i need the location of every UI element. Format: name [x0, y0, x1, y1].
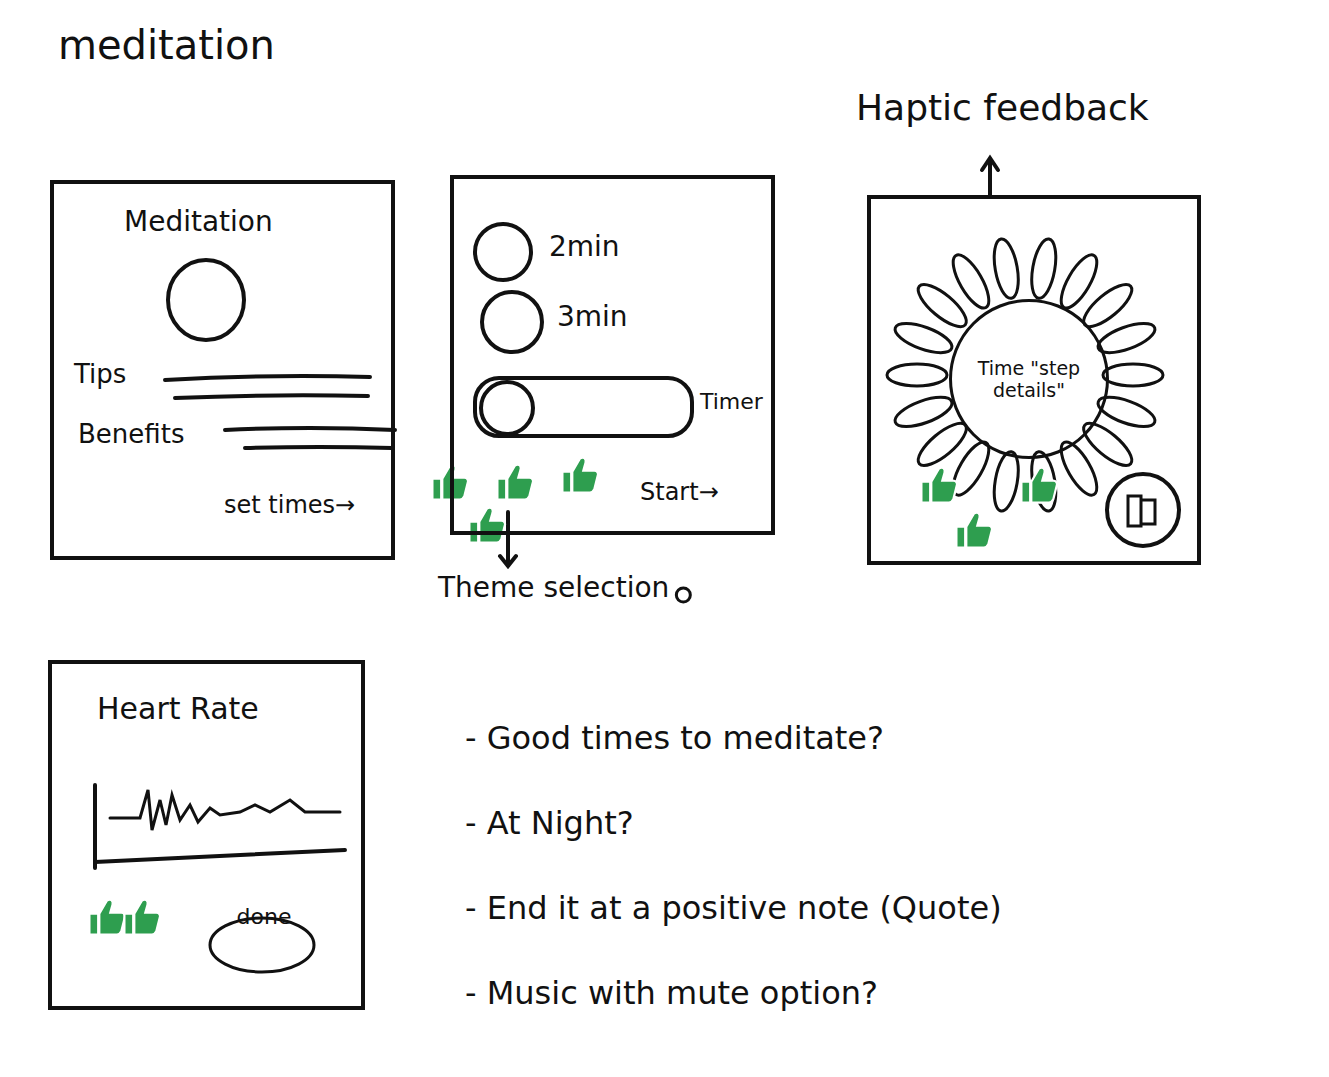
screen-box: Haptic feedbackTime "step details": [867, 195, 1201, 565]
note-text: - End it at a positive note (Quote): [465, 890, 1002, 927]
node-heading: Haptic feedback: [856, 87, 1149, 128]
node-heading: Meditation: [124, 206, 273, 238]
screen-box: Heart Rate done: [48, 660, 365, 1010]
node-text: Timer: [700, 389, 763, 414]
node-text: Benefits: [78, 420, 184, 450]
node-heading: 2min: [549, 231, 620, 263]
node-heading: Time "step details": [952, 358, 1106, 402]
node-heading: Heart Rate: [97, 692, 259, 727]
node-text: Tips: [74, 360, 126, 390]
node-text: set times→: [224, 492, 355, 520]
theme-label: Theme selection: [438, 572, 669, 604]
page-title: meditation: [58, 22, 275, 68]
step-circle: Time "step details": [949, 299, 1109, 459]
node-text: 3min: [557, 301, 628, 333]
screen-box: MeditationTipsBenefits set times→: [50, 180, 395, 560]
node-heading: done: [210, 904, 318, 929]
done-button: done: [210, 890, 318, 948]
note-text: - At Night?: [465, 805, 634, 842]
note-text: - Music with mute option?: [465, 975, 878, 1012]
note-text: - Good times to meditate?: [465, 720, 884, 757]
node-text: Start→: [640, 479, 719, 507]
screen-box: 2min 3minTimerStart→: [450, 175, 775, 535]
